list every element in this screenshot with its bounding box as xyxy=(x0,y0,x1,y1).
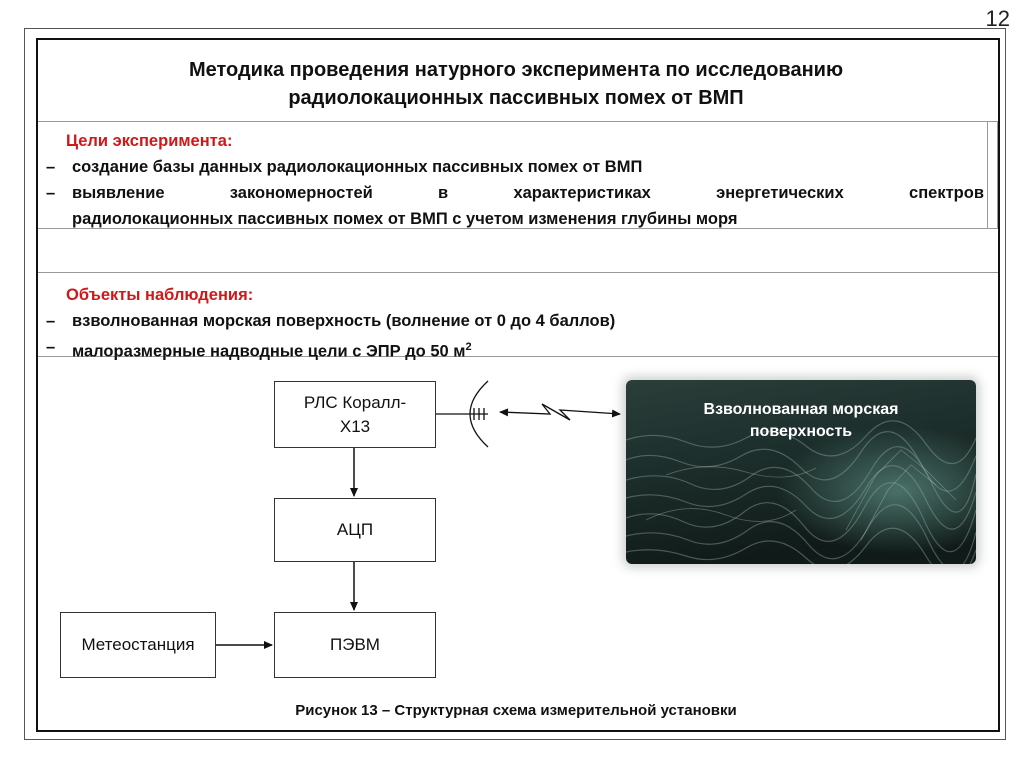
antenna-icon xyxy=(436,381,488,447)
figure-caption: Рисунок 13 – Структурная схема измерител… xyxy=(40,702,992,719)
signal-zigzag-arrow xyxy=(500,404,620,420)
